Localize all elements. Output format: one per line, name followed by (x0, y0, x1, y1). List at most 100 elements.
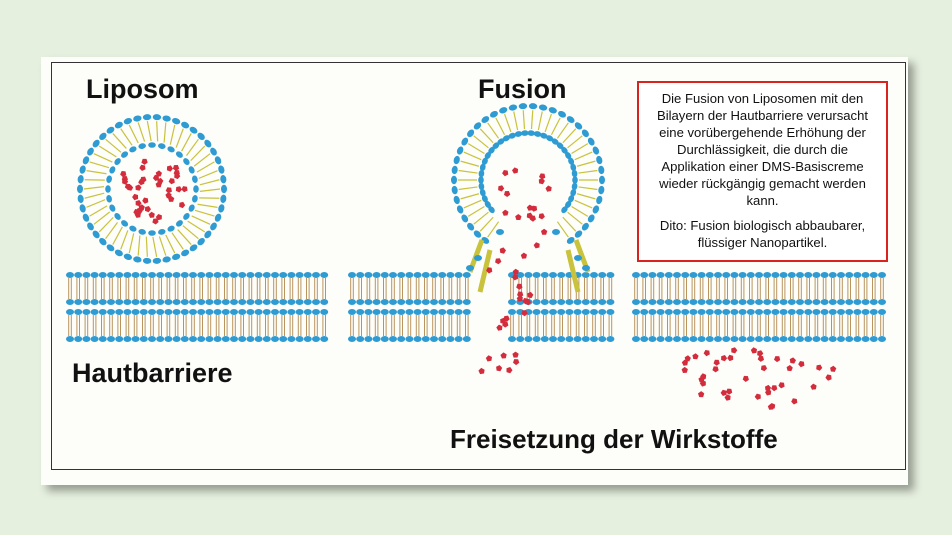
lipid-head (528, 103, 538, 110)
lipid-head (205, 272, 214, 278)
lipid-head (878, 299, 886, 305)
lipid-head (730, 336, 739, 342)
lipid-head (573, 309, 582, 315)
lipid-tail (137, 122, 146, 142)
particle (138, 204, 145, 211)
lipid-head (462, 272, 471, 278)
lipid-head (210, 147, 217, 156)
lipid-tail (158, 236, 167, 256)
lipid-head (413, 299, 422, 305)
particle (157, 177, 164, 185)
particle (145, 206, 151, 213)
particle (179, 201, 186, 209)
lipid-head (356, 299, 365, 305)
lipid-head (705, 309, 714, 315)
lipid-tail (190, 145, 206, 162)
particle (148, 211, 155, 218)
lipid-head (413, 336, 422, 342)
lipid-head (540, 309, 549, 315)
lipid-head (656, 299, 665, 305)
lipid-head (755, 336, 763, 342)
lipid-head (82, 336, 91, 342)
particle (681, 366, 688, 373)
lipid-head (763, 299, 772, 305)
lipid-head (656, 272, 665, 278)
lipid-head (413, 309, 422, 315)
lipid-head (714, 336, 722, 342)
lipid-head (664, 272, 673, 278)
lipid-head (133, 115, 142, 122)
lipid-tail (199, 179, 220, 186)
lipid-head (114, 249, 123, 257)
lipid-head (131, 272, 140, 278)
lipid-tail (105, 138, 122, 153)
lipid-head (82, 272, 91, 278)
lipid-head (540, 272, 549, 278)
lipid-head (738, 299, 747, 305)
lipid-head (533, 131, 542, 137)
lipid-head (66, 299, 74, 305)
lipid-head (303, 336, 312, 342)
lipid-head (549, 272, 557, 278)
lipid-head (82, 299, 91, 305)
lipid-head (474, 255, 482, 261)
lipid-head (380, 309, 389, 315)
lipid-head (508, 336, 516, 342)
lipid-head (139, 299, 148, 305)
lipid-head (787, 309, 796, 315)
lipid-head (479, 188, 486, 197)
info-box: Die Fusion von Liposomen mit den Bilayer… (637, 81, 888, 262)
lipid-head (587, 214, 595, 223)
lipid-head (632, 309, 640, 315)
lipid-head (714, 309, 722, 315)
particle (541, 228, 548, 235)
lipid-head (689, 299, 698, 305)
lipid-tail (146, 121, 152, 142)
lipid-head (462, 336, 471, 342)
lipid-head (389, 272, 397, 278)
lipid-head (502, 135, 510, 142)
info-paragraph-2: Dito: Fusion biologisch abbaubarer, flüs… (659, 218, 866, 250)
lipid-head (514, 131, 523, 137)
particle (485, 355, 492, 362)
particle (533, 242, 540, 249)
lipid-tail (458, 169, 478, 174)
particle (496, 365, 503, 372)
lipid-head (271, 299, 279, 305)
lipid-head (115, 272, 124, 278)
lipid-head (230, 309, 238, 315)
lipid-tail (576, 160, 596, 167)
lipid-tail (105, 222, 119, 240)
lipid-head (356, 309, 365, 315)
lipid-tail (562, 216, 577, 232)
lipid-head (405, 336, 414, 342)
lipid-head (287, 336, 296, 342)
lipid-head (238, 336, 247, 342)
lipid-head (172, 253, 181, 261)
lipid-head (479, 163, 486, 172)
lipid-head (705, 272, 714, 278)
lipid-tail (562, 128, 577, 144)
lipid-tail (578, 169, 598, 174)
lipid-tail (112, 133, 127, 149)
lipid-head (473, 122, 482, 130)
lipid-head (172, 299, 181, 305)
lipid-tail (163, 122, 167, 143)
particle (700, 373, 707, 380)
lipid-head (524, 272, 533, 278)
lipid-head (221, 309, 230, 315)
lipid-tail (487, 221, 500, 238)
label-freisetzung: Freisetzung der Wirkstoffe (450, 424, 778, 454)
lipid-head (131, 309, 140, 315)
lipid-head (549, 336, 557, 342)
lipid-head (581, 336, 590, 342)
lipid-head (107, 299, 115, 305)
lipid-head (845, 309, 854, 315)
lipid-head (689, 336, 698, 342)
particle (786, 365, 793, 372)
lipid-head (90, 336, 99, 342)
particle (703, 350, 710, 357)
lipid-head (606, 309, 615, 315)
lipid-tail (544, 113, 553, 133)
lipid-head (320, 272, 329, 278)
